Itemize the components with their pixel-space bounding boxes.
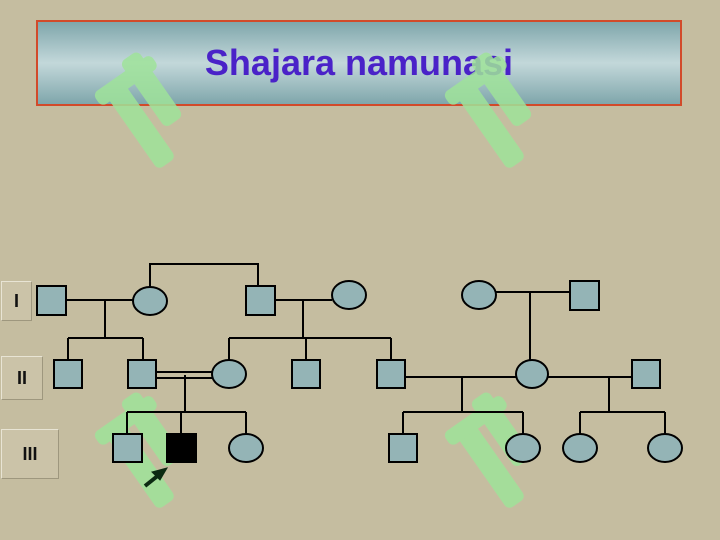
gen3-male-2 — [388, 433, 418, 463]
gen1-male-1 — [36, 285, 67, 316]
gen1-male-2 — [245, 285, 276, 316]
gen1-male-3 — [569, 280, 600, 311]
generation-label-3: III — [1, 429, 59, 479]
line-descent-5 — [402, 377, 524, 434]
proband-arrow — [143, 467, 169, 488]
line-descent-4 — [126, 375, 247, 434]
gen1-female-1 — [132, 286, 168, 316]
generation-label-2: II — [1, 356, 43, 400]
gen2-female-1 — [211, 359, 247, 389]
gen3-female-4 — [647, 433, 683, 463]
generation-label-1: I — [1, 281, 32, 321]
gen3-male-1 — [112, 433, 143, 463]
pedigree-symbols — [36, 280, 683, 463]
gen2-male-4 — [376, 359, 406, 389]
gen2-male-3 — [291, 359, 321, 389]
gen2-male-1 — [53, 359, 83, 389]
line-consanguinity-arc — [149, 263, 259, 287]
gen2-male-2 — [127, 359, 157, 389]
gen3-male-affected-proband — [166, 433, 197, 463]
line-descent-6 — [579, 377, 666, 434]
gen2-male-5 — [631, 359, 661, 389]
gen1-female-3 — [461, 280, 497, 310]
line-descent-1 — [67, 300, 144, 360]
gen1-female-2 — [331, 280, 367, 310]
gen2-female-2 — [515, 359, 549, 389]
pedigree-lines — [66, 263, 666, 434]
gen3-female-1 — [228, 433, 264, 463]
gen3-female-2 — [505, 433, 541, 463]
line-descent-2 — [228, 300, 392, 360]
gen3-female-3 — [562, 433, 598, 463]
